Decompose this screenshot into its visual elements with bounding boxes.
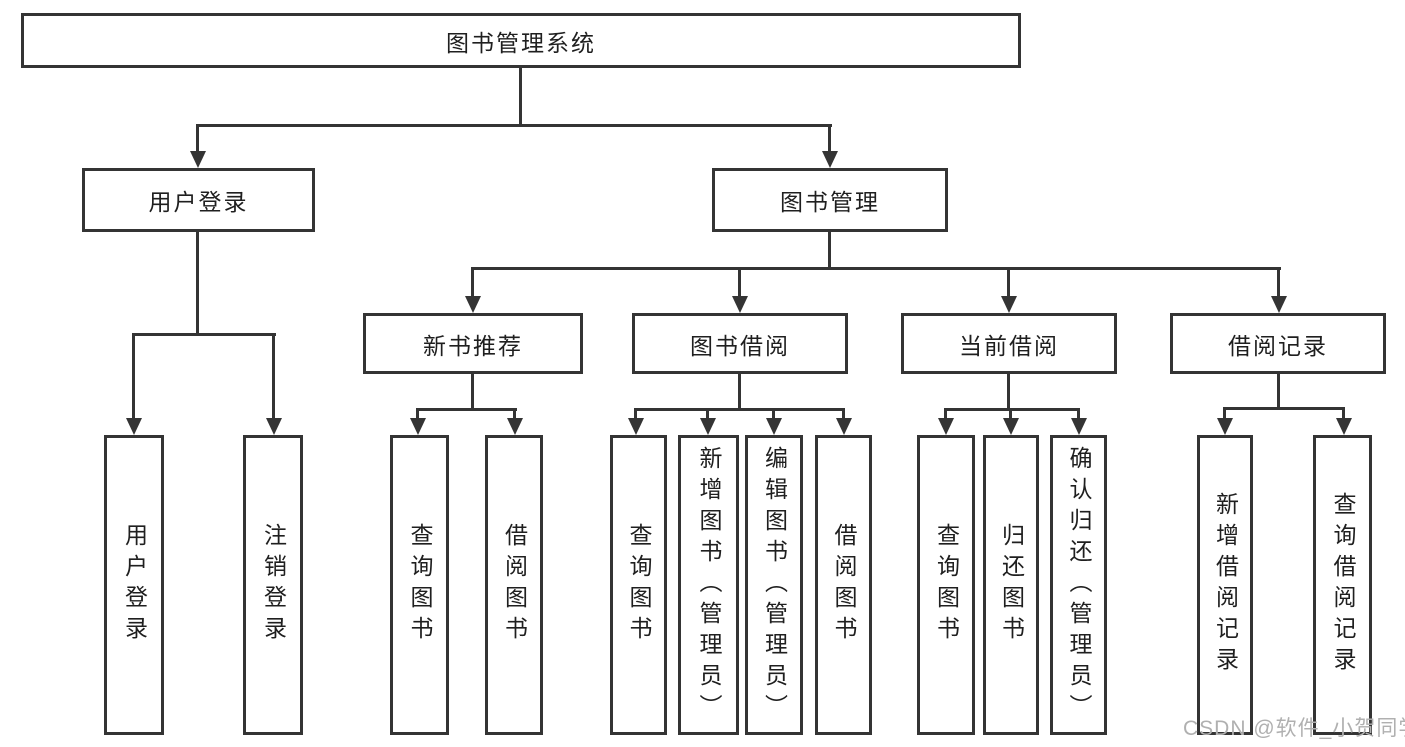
connector-drop-query-books-recommend [416,408,419,420]
leaf-query-books-current-label: 查询图书 [933,523,960,647]
connector-drop-book-management [828,124,831,154]
connector-new-book-stem [471,374,474,411]
connector-root-stem [519,68,522,127]
node-new-book-recommend: 新书推荐 [363,313,583,374]
connector-new-book-split [416,408,517,411]
leaf-query-books-borrow-label: 查询图书 [626,523,652,647]
arrowhead-down-icon [766,418,782,435]
leaf-user-login: 用户登录 [104,435,164,735]
leaf-query-books-recommend: 查询图书 [390,435,449,735]
node-root-library-system: 图书管理系统 [21,13,1021,68]
connector-book-management-split [471,267,1281,270]
leaf-logout-label: 注销登录 [260,523,287,647]
connector-drop-query-record [1342,407,1345,420]
leaf-add-borrow-record-label: 新增借阅记录 [1212,492,1239,678]
leaf-add-books-admin-label: 新增图书（管理员） [696,445,722,725]
leaf-query-books-recommend-label: 查询图书 [407,523,433,647]
leaf-query-books-borrow: 查询图书 [610,435,667,735]
leaf-query-borrow-record-label: 查询借阅记录 [1330,492,1356,678]
leaf-add-books-admin: 新增图书（管理员） [678,435,739,735]
connector-drop-add-record [1223,407,1226,420]
node-new-book-recommend-label: 新书推荐 [423,332,523,359]
connector-book-borrow-stem [738,374,741,411]
leaf-logout: 注销登录 [243,435,303,735]
arrowhead-down-icon [1001,296,1017,313]
connector-current-borrow-split [944,408,1080,411]
connector-drop-leaf-logout [272,333,275,420]
node-borrow-records-label: 借阅记录 [1228,332,1328,359]
arrowhead-down-icon [836,418,852,435]
connector-drop-book-borrow [738,267,741,299]
node-current-borrow: 当前借阅 [901,313,1117,374]
leaf-borrow-books-recommend-label: 借阅图书 [501,523,528,647]
connector-drop-add-books [706,408,709,420]
connector-borrow-records-split [1223,407,1345,410]
node-user-login-label: 用户登录 [148,189,249,215]
leaf-borrow-books: 借阅图书 [815,435,872,735]
connector-drop-query-books-current [944,408,947,420]
leaf-user-login-label: 用户登录 [121,523,148,647]
leaf-query-books-current: 查询图书 [917,435,975,735]
connector-user-login-split [132,333,276,336]
arrowhead-down-icon [507,418,523,435]
connector-drop-confirm-return [1077,408,1080,420]
connector-drop-query-books-borrow [634,408,637,420]
connector-root-split [196,124,832,127]
leaf-borrow-books-recommend: 借阅图书 [485,435,543,735]
arrowhead-down-icon [1271,296,1287,313]
arrowhead-down-icon [628,418,644,435]
leaf-add-borrow-record: 新增借阅记录 [1197,435,1253,735]
connector-drop-user-login [196,124,199,154]
csdn-watermark: CSDN @软件_小贺同学 [1183,717,1405,740]
leaf-edit-books-admin-label: 编辑图书（管理员） [761,445,788,725]
arrowhead-down-icon [938,418,954,435]
connector-drop-borrow-books [842,408,845,420]
connector-drop-leaf-user-login [132,333,135,420]
arrowhead-down-icon [465,296,481,313]
connector-drop-return-books [1009,408,1012,420]
node-current-borrow-label: 当前借阅 [959,332,1059,359]
arrowhead-down-icon [266,418,282,435]
arrowhead-down-icon [1071,418,1087,435]
leaf-return-books-label: 归还图书 [998,523,1025,647]
arrowhead-down-icon [732,296,748,313]
node-book-management-label: 图书管理 [780,189,880,215]
connector-borrow-records-stem [1277,374,1280,410]
leaf-query-borrow-record: 查询借阅记录 [1313,435,1372,735]
arrowhead-down-icon [1336,418,1352,435]
node-book-borrow: 图书借阅 [632,313,848,374]
arrowhead-down-icon [126,418,142,435]
node-user-login: 用户登录 [82,168,315,232]
node-borrow-records: 借阅记录 [1170,313,1386,374]
leaf-edit-books-admin: 编辑图书（管理员） [745,435,803,735]
arrowhead-down-icon [700,418,716,435]
connector-book-borrow-split [634,408,845,411]
leaf-confirm-return-admin: 确认归还（管理员） [1050,435,1107,735]
connector-book-management-stem [828,232,831,270]
connector-drop-borrow-books-recommend [513,408,516,420]
connector-current-borrow-stem [1007,374,1010,411]
arrowhead-down-icon [190,151,206,168]
arrowhead-down-icon [1003,418,1019,435]
leaf-return-books: 归还图书 [983,435,1039,735]
connector-user-login-stem [196,232,199,336]
connector-drop-edit-books [772,408,775,420]
arrowhead-down-icon [1217,418,1233,435]
arrowhead-down-icon [822,151,838,168]
node-book-borrow-label: 图书借阅 [690,332,790,359]
connector-drop-new-book [471,267,474,299]
connector-drop-borrow-records [1277,267,1280,299]
node-root-label: 图书管理系统 [446,29,596,56]
node-book-management: 图书管理 [712,168,948,232]
connector-drop-current-borrow [1007,267,1010,299]
arrowhead-down-icon [410,418,426,435]
leaf-borrow-books-label: 借阅图书 [831,523,857,647]
leaf-confirm-return-admin-label: 确认归还（管理员） [1066,445,1092,725]
